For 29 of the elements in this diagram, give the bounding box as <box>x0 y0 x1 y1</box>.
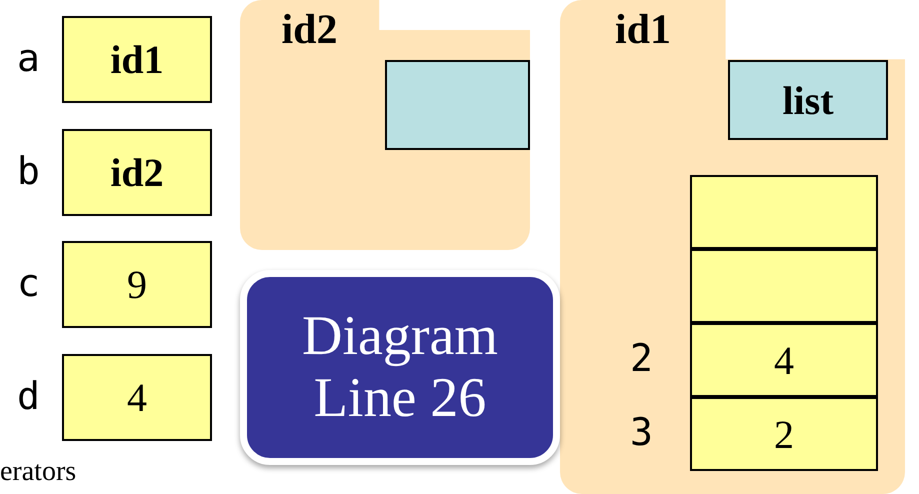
value-text: 4 <box>774 336 794 384</box>
list-cell <box>690 323 878 397</box>
value-text: 9 <box>127 261 147 308</box>
object-id-label: id2 <box>280 6 339 54</box>
value-text: 4 <box>127 374 147 421</box>
variable-box <box>62 241 212 328</box>
variable-name: a <box>17 36 40 80</box>
object-folder <box>560 0 905 494</box>
object-folder <box>240 0 530 250</box>
list-cell <box>690 175 878 249</box>
value-text: 2 <box>774 410 794 458</box>
variable-name: b <box>17 148 40 192</box>
variable-name: c <box>17 260 40 304</box>
variable-box <box>62 16 212 103</box>
list-cell <box>690 249 878 323</box>
object-id-label: id1 <box>614 6 672 54</box>
class-tab <box>385 60 530 150</box>
value-text: list <box>782 76 834 124</box>
value-text: id1 <box>110 36 164 83</box>
banner-text: Diagram Line 26 <box>301 306 499 430</box>
list-cell <box>690 397 878 471</box>
index-label: 3 <box>630 410 653 454</box>
value-text: id2 <box>110 149 164 196</box>
caption-text: erators <box>0 456 76 488</box>
index-label: 2 <box>630 336 653 380</box>
class-tab <box>728 60 888 140</box>
variable-box <box>62 354 212 441</box>
variable-name: d <box>17 374 40 418</box>
variable-box <box>62 129 212 216</box>
